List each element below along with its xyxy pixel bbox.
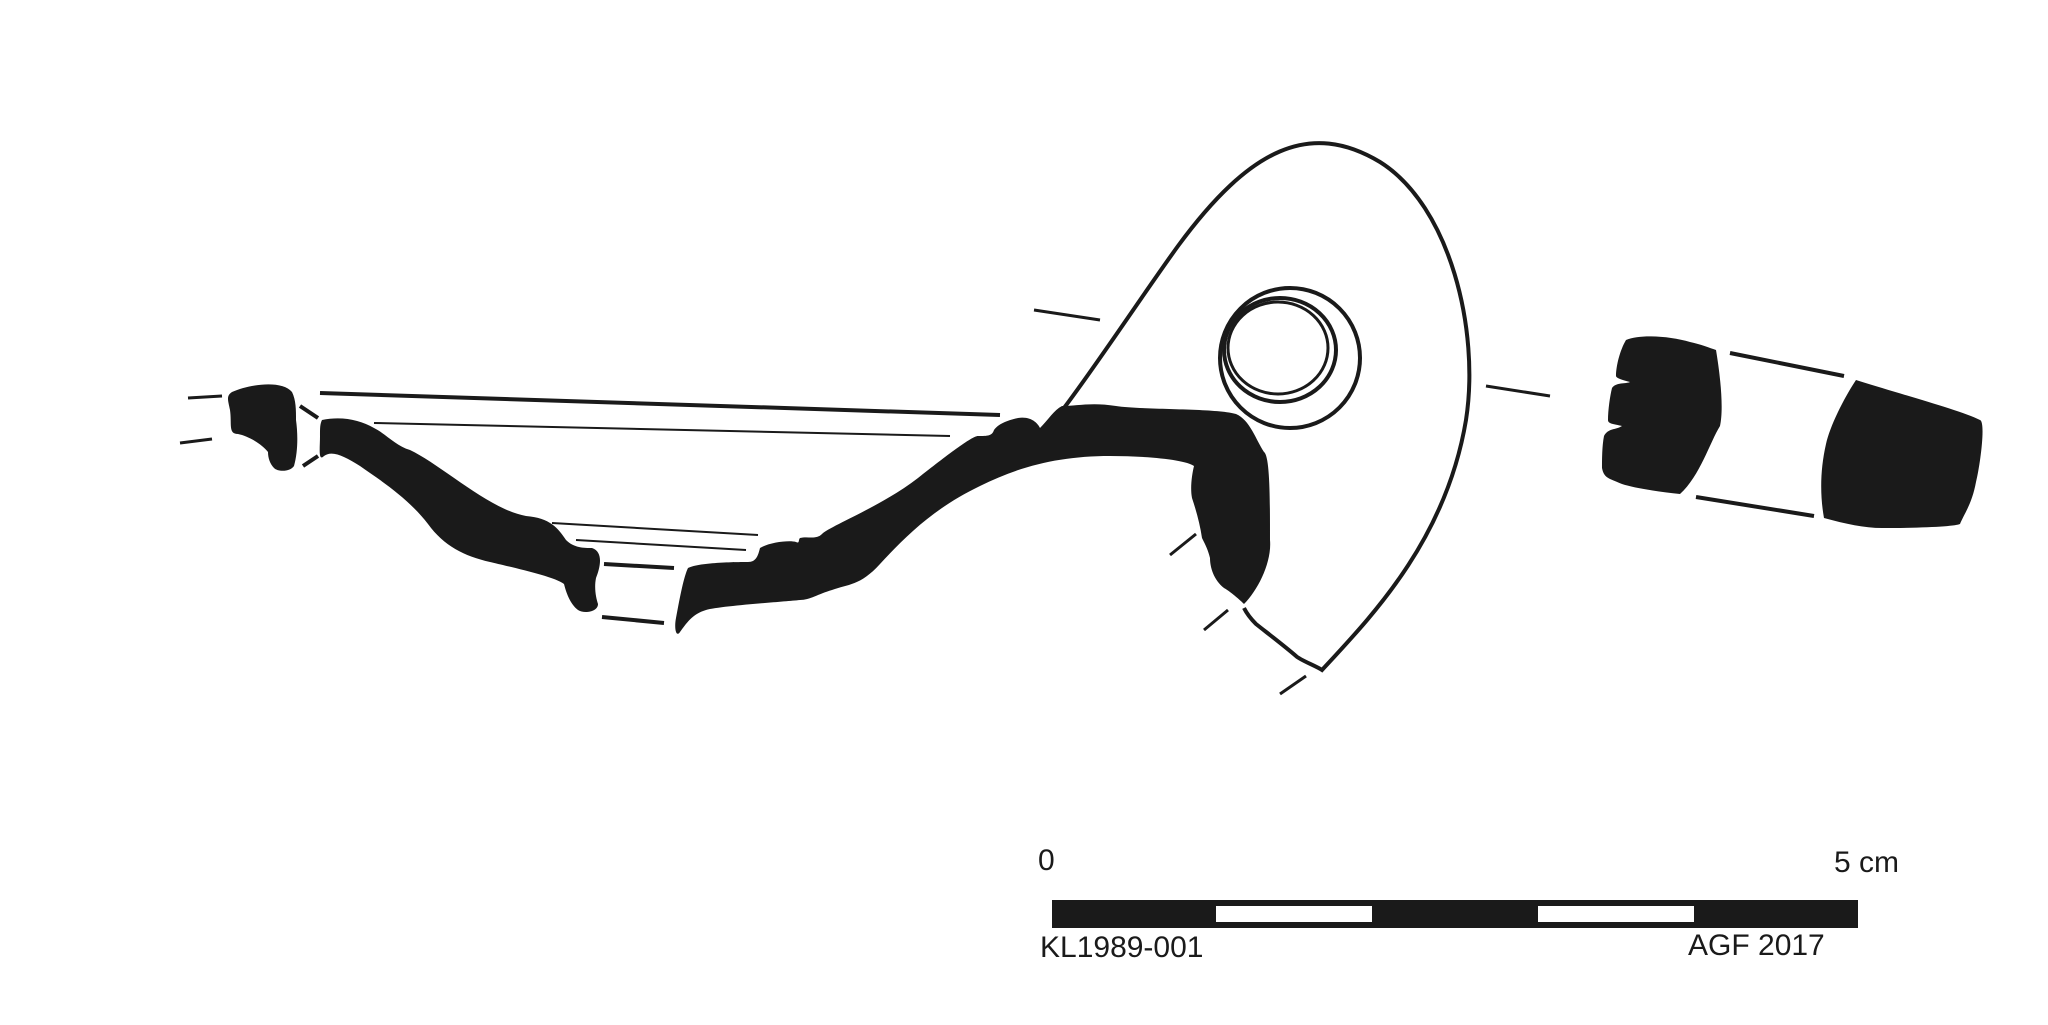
break-tick — [1279, 674, 1307, 696]
artifact-fragment-left-end — [228, 384, 298, 471]
outline-line — [551, 522, 759, 536]
scale-bar-frame — [1052, 900, 1858, 928]
artifact-cross-section-a — [1602, 336, 1722, 494]
scale-bar-segment — [1538, 906, 1694, 922]
socket-inner-ring — [1226, 300, 1330, 396]
drawing-credit: AGF 2017 — [1688, 929, 1825, 962]
break-tick — [179, 437, 213, 445]
outline-line — [603, 562, 675, 570]
scale-bar-segment — [1216, 906, 1372, 922]
break-tick — [298, 404, 320, 420]
scale-end-label: 5 cm — [1834, 846, 1900, 879]
outline-line — [1729, 351, 1845, 378]
outline-line — [373, 422, 951, 437]
break-tick — [1033, 308, 1101, 322]
break-tick — [1485, 384, 1551, 398]
break-tick — [1169, 532, 1197, 557]
outline-line — [601, 615, 665, 625]
outline-line — [319, 391, 1001, 417]
break-tick — [301, 454, 320, 468]
catalog-number: KL1989-001 — [1040, 931, 1204, 964]
artifact-head-outline — [1062, 141, 1472, 673]
artifact-profile-section — [319, 404, 1271, 634]
scale-start-label: 0 — [1038, 844, 1055, 877]
scale-bar — [1052, 900, 1858, 928]
outline-line — [1695, 495, 1815, 518]
socket-outer-ring — [1218, 286, 1362, 430]
artifact-cross-section-b — [1821, 380, 1983, 528]
break-tick — [1203, 608, 1229, 632]
break-tick — [187, 394, 223, 400]
socket-inner-ring — [1222, 296, 1338, 404]
outline-line — [575, 539, 747, 551]
